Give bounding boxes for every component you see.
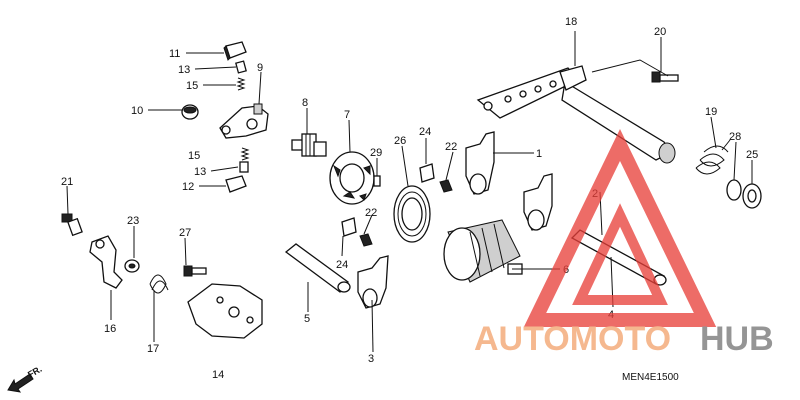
part-pin-13a — [235, 60, 247, 74]
part-stopper-arm-9 — [219, 103, 269, 139]
front-arrow-icon — [7, 373, 34, 393]
part-cap-11 — [223, 41, 247, 61]
callout-7: 7 — [344, 109, 350, 121]
callout-21: 21 — [61, 176, 73, 188]
part-bolt-27 — [183, 265, 207, 277]
callout-13b: 13 — [194, 166, 206, 178]
callout-17: 17 — [147, 343, 159, 355]
callout-numbers: 1 2 3 4 5 6 7 8 9 10 11 12 13 13 14 15 1… — [61, 16, 758, 381]
callout-26: 26 — [394, 135, 406, 147]
callout-27: 27 — [179, 227, 191, 239]
callout-12: 12 — [182, 181, 194, 193]
part-cap-12 — [225, 175, 247, 193]
callout-24b: 24 — [336, 259, 348, 271]
part-fork-shaft-5 — [284, 243, 351, 293]
callout-16: 16 — [104, 323, 116, 335]
callout-24a: 24 — [419, 126, 431, 138]
part-bolt-22a — [439, 179, 453, 193]
watermark: AUTOMOTO HUB — [474, 128, 774, 358]
part-washer-23 — [124, 259, 140, 273]
part-guide-plate-14 — [187, 283, 263, 339]
front-direction-indicator: FR. — [7, 364, 44, 393]
callout-22b: 22 — [365, 207, 377, 219]
callout-3: 3 — [368, 353, 374, 365]
callout-18: 18 — [565, 16, 577, 28]
part-spring-15a — [236, 77, 246, 91]
part-pin-13b — [239, 161, 249, 173]
diagram-code: MEN4E1500 — [622, 372, 679, 383]
part-spring-15b — [240, 147, 250, 161]
callout-19: 19 — [705, 106, 717, 118]
callout-22a: 22 — [445, 141, 457, 153]
callout-15a: 15 — [186, 80, 198, 92]
part-spring-17 — [149, 274, 169, 294]
part-washer-25 — [742, 183, 762, 209]
part-collar-28 — [726, 179, 742, 201]
part-washer-24b — [341, 217, 357, 237]
part-shaft-8 — [291, 133, 327, 157]
part-nut-10 — [181, 104, 199, 120]
callout-1: 1 — [536, 148, 542, 160]
part-shift-drum-6 — [443, 219, 523, 283]
part-return-spring-19 — [695, 139, 731, 175]
part-shift-fork-1 — [465, 131, 553, 231]
callout-23: 23 — [127, 215, 139, 227]
watermark-text-hub: HUB — [700, 320, 774, 358]
part-pin-29 — [373, 175, 381, 187]
watermark-text-automoto: AUTOMOTO — [474, 320, 671, 358]
callout-9: 9 — [257, 62, 263, 74]
callout-25: 25 — [746, 149, 758, 161]
callout-5: 5 — [304, 313, 310, 325]
callout-11: 11 — [169, 48, 180, 60]
part-bolt-20 — [651, 71, 679, 83]
part-gearshift-spindle — [476, 65, 676, 164]
part-drum-center-7 — [329, 151, 375, 205]
callout-28: 28 — [729, 131, 741, 143]
front-label: FR. — [26, 364, 44, 380]
callout-14: 14 — [212, 369, 224, 381]
callout-8: 8 — [302, 97, 308, 109]
watermark-triangle-icon — [523, 128, 717, 327]
part-bolt-22b — [359, 233, 373, 247]
part-bolt-21 — [61, 213, 83, 237]
callout-15b: 15 — [188, 150, 200, 162]
part-washer-24a — [419, 163, 435, 183]
callout-20: 20 — [654, 26, 666, 38]
part-stopper-arm-16 — [89, 235, 123, 289]
part-shift-fork-3 — [357, 255, 389, 309]
part-bearing-26 — [393, 185, 431, 243]
callout-29: 29 — [370, 147, 382, 159]
callout-13a: 13 — [178, 64, 190, 76]
callout-10: 10 — [131, 105, 143, 117]
